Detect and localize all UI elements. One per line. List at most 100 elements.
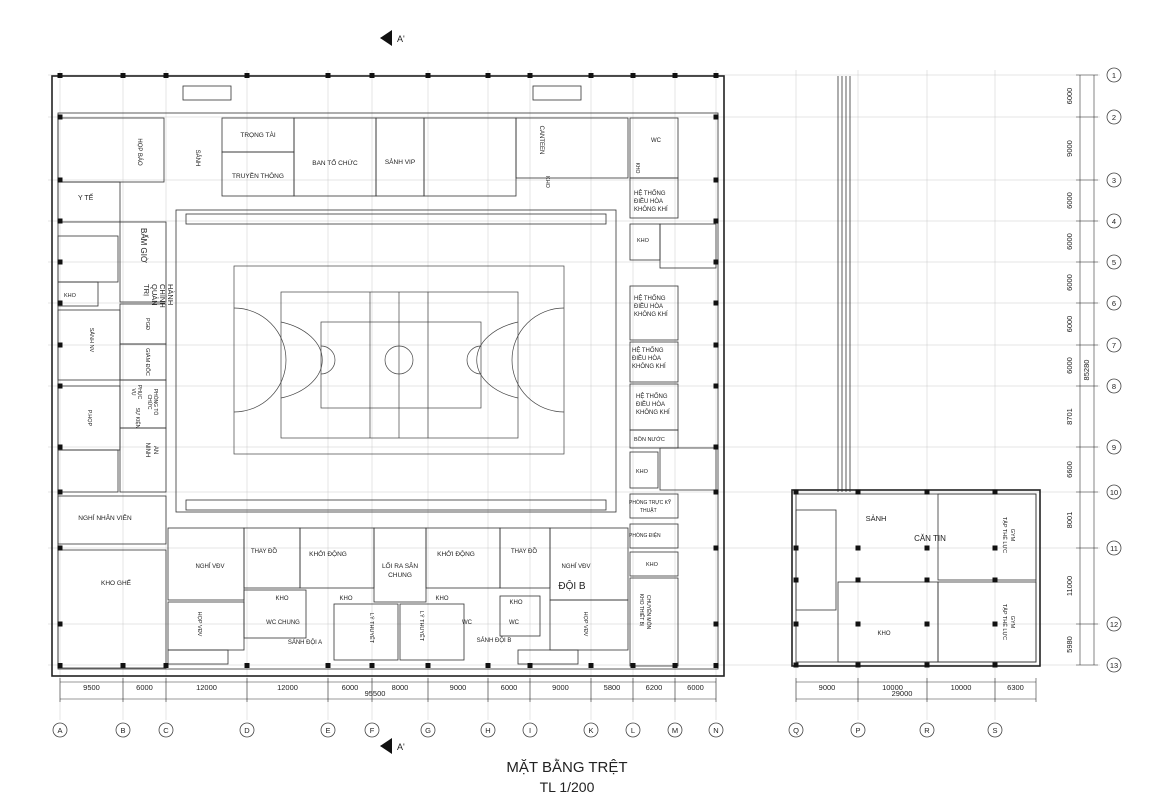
- label-he-thong-2c: KHÔNG KHÍ: [634, 311, 668, 318]
- grid-bubble-row-label: 4: [1112, 217, 1116, 226]
- room-thay-do-left: [243, 527, 301, 589]
- label-an-ninh-2: NINH: [144, 443, 150, 458]
- grid-bubble-col-label: B: [120, 726, 125, 735]
- column-annex-S: [992, 577, 998, 583]
- label-gym-lower-1: TẬP THỂ LỰC: [1001, 604, 1008, 640]
- label-he-thong-2b: ĐIỀU HÒA: [634, 303, 663, 310]
- grid-bubble-col: [919, 722, 935, 738]
- grid-bubble-row-label: 2: [1112, 113, 1116, 122]
- label-gym-upper-1: TẬP THỂ LỰC: [1001, 517, 1008, 553]
- room-wc-bottom-right: [499, 595, 541, 637]
- label-he-thong-4a: HỆ THỐNG: [636, 392, 668, 400]
- dim-total-main: 95500: [365, 689, 386, 698]
- column-annex-Q: [793, 577, 799, 583]
- grid-bubble-row: [1106, 484, 1122, 500]
- label-kho-right-upper: KHO: [637, 238, 650, 244]
- grid-bubble-col: [52, 722, 68, 738]
- label-nghi-nhan-vien: NGHỈ NHÂN VIÊN: [78, 513, 132, 522]
- room-bon-nuoc: [629, 429, 679, 449]
- column-E-13: [325, 663, 331, 668]
- label-hop-vdv-right: HỌP VĐV: [582, 612, 588, 637]
- column-edge-A-4: [57, 218, 63, 224]
- room-ly-thuyet-1: [333, 603, 399, 661]
- column-edge-A-10: [57, 489, 63, 495]
- grid-bubble-col: [708, 722, 724, 738]
- label-canteen: CANTEEN: [538, 126, 544, 155]
- grid-bubble-col: [850, 722, 866, 738]
- label-nghi-vdv-left: NGHỈ VĐV: [195, 563, 224, 570]
- column-edge-N-12: [713, 621, 719, 627]
- room-kho-right-lower: [629, 451, 659, 489]
- grid-bubble-col-label: E: [325, 726, 330, 735]
- label-sanh-left: SẢNH: [194, 150, 201, 167]
- label-kho-thiet-bi-1: KHO THIẾT BỊ: [638, 594, 645, 627]
- grid-bubble-row: [1106, 540, 1122, 556]
- grid-bubble-row-label: 13: [1110, 661, 1118, 670]
- column-annex-S: [992, 545, 998, 551]
- drawing-scale: TL 1/200: [540, 779, 595, 795]
- room-kho-left: [57, 281, 99, 307]
- label-phong-to-chuc-1: PHÒNG TỔ: [152, 389, 159, 416]
- label-kho-bottom-2: KHO: [339, 596, 352, 602]
- room-hop-bao: [57, 117, 165, 183]
- dim-value-rows: 8701: [1065, 408, 1074, 425]
- stair-left-upper: [57, 235, 119, 283]
- room-wc-chung: [243, 589, 307, 639]
- column-annex-P: [855, 621, 861, 627]
- room-ban-to-chuc: [293, 117, 377, 197]
- annex-inner-line: [795, 493, 1037, 663]
- column-G-13: [425, 663, 431, 668]
- grid-bubble-col: [480, 722, 496, 738]
- column-annex-Q: [793, 621, 799, 627]
- free-throw-circle-right: [466, 345, 482, 375]
- grid-bubble-col-label: A: [57, 726, 62, 735]
- label-he-thong-3c: KHÔNG KHÍ: [632, 363, 666, 370]
- room-kho-annex: [837, 581, 939, 663]
- dim-value-rows: 6000: [1065, 357, 1074, 374]
- column-F-1: [369, 73, 375, 78]
- dim-value-main: 6000: [501, 683, 518, 692]
- room-he-thong-1: [629, 177, 679, 219]
- column-C-13: [163, 663, 169, 668]
- label-hanh-chinh-4: TRỊ: [142, 284, 151, 296]
- column-edge-N-2: [713, 114, 719, 120]
- free-throw-circle-left: [320, 345, 336, 375]
- room-hop-vdv-left: [167, 601, 245, 651]
- handball-arc-left: [233, 307, 287, 413]
- dim-value-rows: 6000: [1065, 192, 1074, 209]
- column-B-13: [120, 663, 126, 668]
- label-khoi-dong-left: KHỞI ĐỘNG: [309, 549, 347, 558]
- grid-bubble-col: [420, 722, 436, 738]
- label-he-thong-3b: ĐIỀU HÒA: [632, 355, 661, 362]
- column-annex-S: [992, 621, 998, 627]
- label-phong-dien: PHÒNG ĐIỆN: [629, 531, 661, 539]
- grid-bubble-col: [158, 722, 174, 738]
- column-D-1: [244, 73, 250, 78]
- label-sanh-nv: SẢNH NV: [88, 328, 95, 353]
- label-can-tin: CĂN TIN: [914, 534, 946, 543]
- room-y-te: [57, 181, 121, 223]
- stair-right-upper: [659, 223, 717, 269]
- room-an-ninh: [119, 427, 167, 493]
- stair-right-lower: [659, 447, 717, 491]
- grid-bubble-row-label: 10: [1110, 488, 1118, 497]
- column-annex-R: [924, 489, 930, 495]
- room-bam-gio: [119, 221, 167, 303]
- grid-bubble-col-label: R: [924, 726, 930, 735]
- room-wc-annex: [795, 509, 837, 611]
- grid-bubble-col-label: K: [588, 726, 593, 735]
- court-inner-area: [320, 321, 482, 409]
- grid-bubble-row-label: 7: [1112, 341, 1116, 350]
- grid-bubble-col-label: C: [163, 726, 169, 735]
- grid-bubble-col-label: S: [992, 726, 997, 735]
- label-he-thong-2a: HỆ THỐNG: [634, 294, 666, 302]
- three-point-arc-right: [476, 321, 519, 399]
- label-pgd: PGĐ: [144, 318, 150, 330]
- label-kho-ghe: KHO GHẾ: [101, 577, 132, 587]
- column-edge-A-6: [57, 300, 63, 306]
- room-giam-doc: [119, 343, 167, 381]
- column-K-1: [588, 73, 594, 78]
- room-ly-thuyet-2: [399, 603, 465, 661]
- column-I-1: [527, 73, 533, 78]
